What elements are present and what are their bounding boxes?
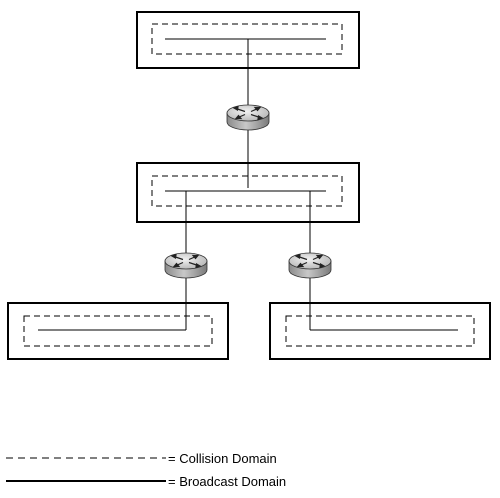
broadcast-domain-bottom-left (7, 302, 229, 360)
collision-domain-middle (151, 175, 343, 207)
collision-domain-bottom-right (285, 315, 475, 347)
broadcast-domain-bottom-right (269, 302, 491, 360)
router-icon (288, 252, 332, 279)
legend-collision-label: = Collision Domain (168, 451, 277, 466)
collision-domain-bottom-left (23, 315, 213, 347)
router-icon (226, 104, 270, 131)
legend-broadcast-label: = Broadcast Domain (168, 474, 286, 489)
collision-domain-top (151, 23, 343, 55)
router-icon (164, 252, 208, 279)
broadcast-domain-middle (136, 162, 360, 223)
